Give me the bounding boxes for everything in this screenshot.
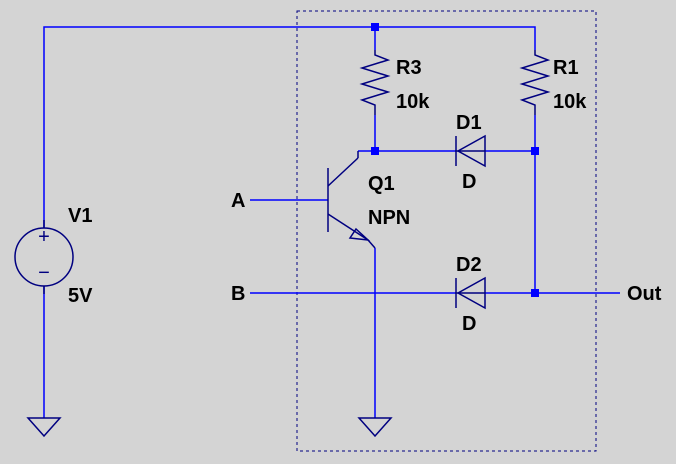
port-a-label: A: [231, 190, 245, 212]
q1-name-label: Q1: [368, 173, 395, 195]
d1-name-label: D1: [456, 112, 482, 134]
q1-npn-transistor-symbol: [327, 151, 376, 249]
d2-value-label: D: [462, 313, 476, 335]
junctions: [371, 23, 539, 297]
r3-value-label: 10k: [396, 91, 430, 113]
port-out-label: Out: [627, 283, 662, 305]
v1-name-label: V1: [68, 205, 92, 227]
wires: [43, 26, 620, 418]
v1-minus-sign: −: [38, 262, 50, 284]
r3-resistor-symbol: [359, 50, 391, 115]
v1-plus-sign: +: [38, 226, 50, 248]
r1-resistor-symbol: [519, 50, 551, 115]
d1-value-label: D: [462, 171, 476, 193]
wire-supply-top: [43, 26, 536, 228]
junction-dot: [531, 289, 539, 297]
subcircuit-boundary-box: [296, 10, 597, 452]
r1-name-label: R1: [553, 57, 579, 79]
v1-voltage-source-symbol: [14, 220, 74, 294]
ground-icon: [26, 417, 62, 438]
q1-value-label: NPN: [368, 207, 410, 229]
d2-name-label: D2: [456, 254, 482, 276]
junction-dot: [531, 147, 539, 155]
d2-diode-symbol: [455, 276, 486, 310]
r1-value-label: 10k: [553, 91, 587, 113]
ground-icon: [357, 417, 393, 438]
r3-name-label: R3: [396, 57, 422, 79]
port-b-label: B: [231, 283, 245, 305]
v1-value-label: 5V: [68, 285, 93, 307]
junction-dot: [371, 147, 379, 155]
junction-dot: [371, 23, 379, 31]
d1-diode-symbol: [455, 134, 486, 168]
